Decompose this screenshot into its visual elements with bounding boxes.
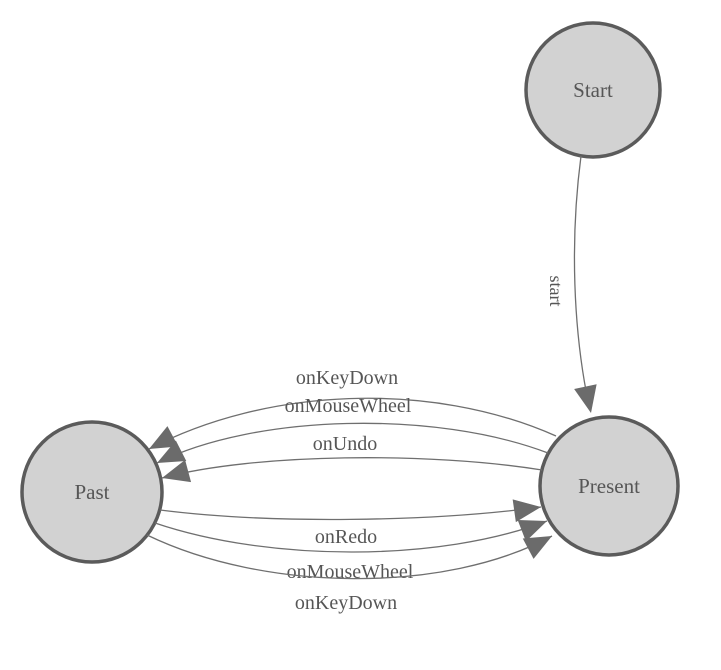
state-node-present[interactable]: Present	[538, 415, 680, 557]
arrowhead-icon	[162, 459, 192, 483]
edge-line-present-to-past-onmousewheel[interactable]	[156, 422, 549, 464]
arrowhead-icon	[522, 536, 552, 559]
arrowhead-icon	[517, 519, 547, 542]
transition-label-start-to-present: start	[546, 276, 566, 307]
edge-line-past-to-present-onkeydown[interactable]	[146, 534, 553, 580]
edge-line-past-to-present-onmousewheel[interactable]	[154, 520, 548, 553]
transition-label-present-to-past-onundo: onUndo	[313, 433, 377, 455]
transition-label-present-to-past-onkeydown: onKeyDown	[296, 367, 398, 389]
transition-label-past-to-present-onredo: onRedo	[315, 526, 377, 548]
transition-present-to-past-onmousewheel[interactable]: onMouseWheel	[152, 395, 549, 473]
transition-past-to-present-onredo[interactable]: onRedo	[159, 496, 543, 548]
transition-label-present-to-past-onmousewheel: onMouseWheel	[285, 395, 412, 417]
state-circle-present[interactable]	[538, 415, 680, 557]
arrowhead-icon	[157, 440, 187, 463]
state-node-past[interactable]: Past	[20, 420, 164, 564]
transition-start-to-present[interactable]: start	[546, 155, 602, 415]
transition-label-past-to-present-onkeydown: onKeyDown	[295, 592, 397, 614]
edge-line-past-to-present-onredo[interactable]	[159, 506, 542, 521]
state-circle-past[interactable]	[20, 420, 164, 564]
transition-label-past-to-present-onmousewheel: onMouseWheel	[287, 561, 414, 583]
state-label-present: Present	[578, 474, 640, 498]
transition-present-to-past-onkeydown[interactable]: onKeyDown	[144, 367, 557, 459]
arrowhead-icon	[512, 499, 541, 523]
state-circle-start[interactable]	[524, 21, 662, 159]
transition-present-to-past-onundo[interactable]: onUndo	[159, 433, 543, 489]
state-node-start[interactable]: Start	[524, 21, 662, 159]
arrowhead-icon	[149, 426, 179, 449]
transition-past-to-present-onkeydown[interactable]: onKeyDown	[146, 526, 557, 614]
edge-line-present-to-past-onkeydown[interactable]	[148, 397, 557, 450]
state-label-start: Start	[573, 78, 613, 102]
state-label-past: Past	[74, 480, 109, 504]
arrowhead-icon	[574, 384, 597, 413]
edge-line-start-to-present[interactable]	[573, 155, 590, 407]
edge-line-present-to-past-onundo[interactable]	[161, 457, 543, 479]
